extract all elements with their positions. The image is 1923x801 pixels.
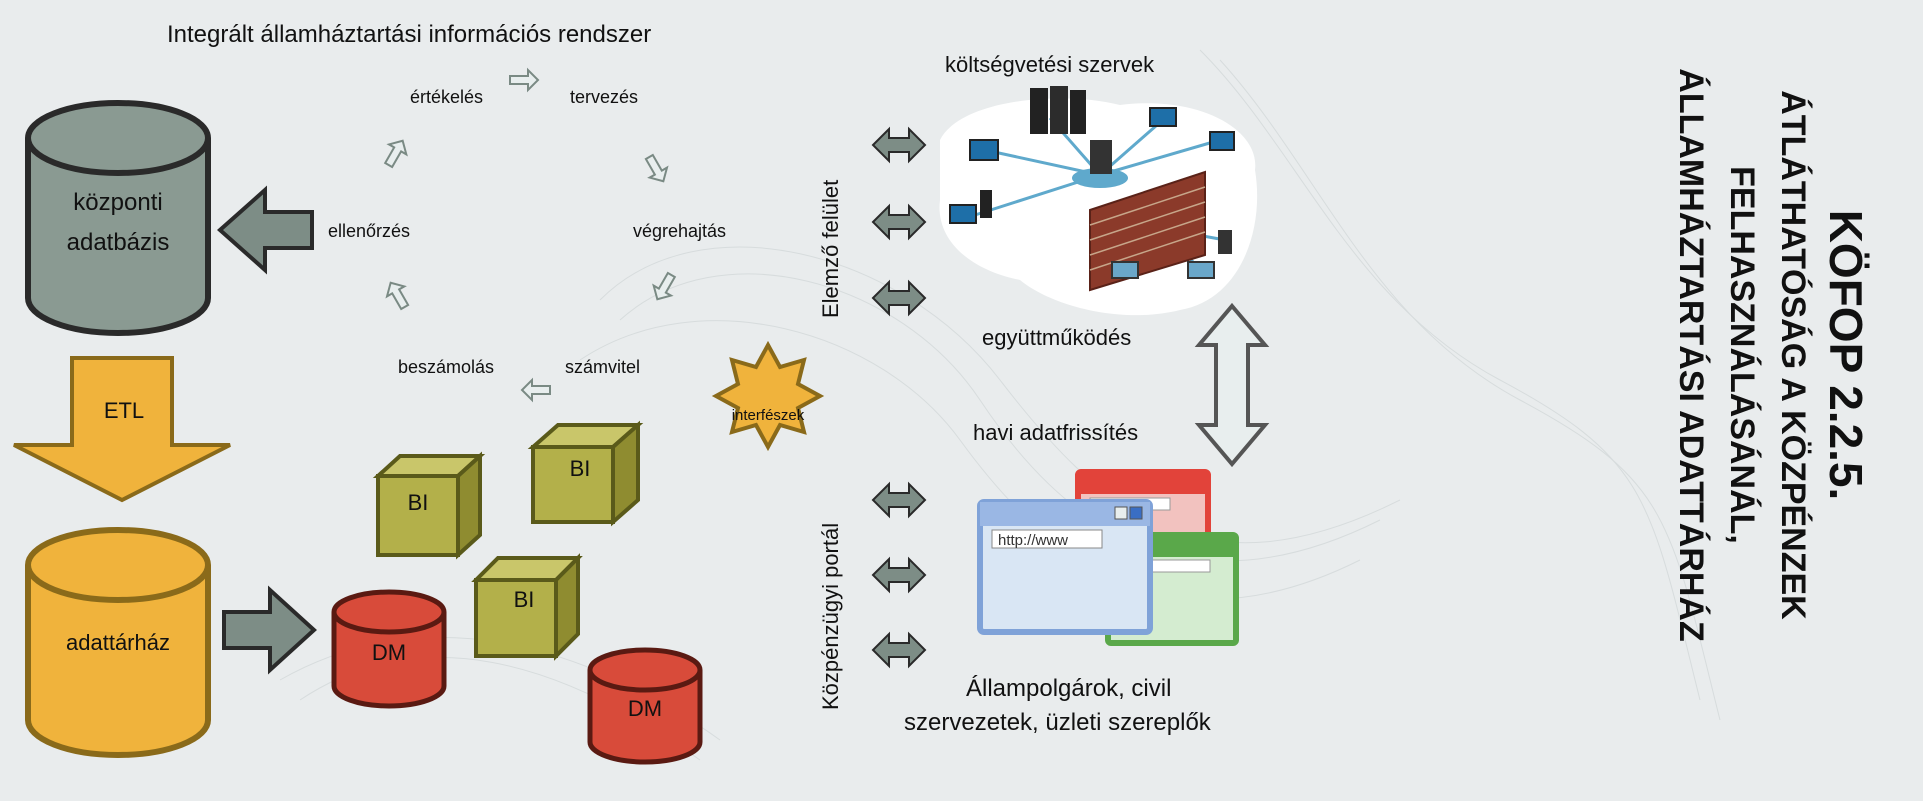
- double-headed-arrow-icon: [872, 558, 926, 592]
- cycle-evaluation: értékelés: [410, 87, 483, 107]
- dm-label-2: DM: [628, 696, 662, 721]
- browser-url: http://www: [998, 532, 1068, 549]
- bi-cube-1: BI: [372, 451, 486, 560]
- analyst-ui-label: Elemző felület: [818, 180, 843, 318]
- dbl-arrows-top: [872, 128, 926, 315]
- interfaces-star: interfészek: [711, 340, 825, 452]
- central-db-line1: központi: [73, 189, 162, 216]
- public-portal-label: Közpénzügyi portál: [818, 523, 843, 710]
- citizens-line1: Állampolgárok, civil: [966, 675, 1171, 702]
- bi-label-1: BI: [408, 490, 429, 515]
- double-headed-arrow-icon: [872, 483, 926, 517]
- central-db-line2: adatbázis: [67, 229, 170, 256]
- dm-cylinder-2: DM: [587, 647, 703, 765]
- etl-label: ETL: [104, 398, 144, 423]
- vertical-double-arrow: [1194, 302, 1270, 468]
- cycle-planning: tervezés: [570, 87, 638, 107]
- cycle-reporting: beszámolás: [398, 357, 494, 377]
- cycle-accounting: számvitel: [565, 357, 640, 377]
- double-headed-arrow-icon: [872, 281, 926, 315]
- project-title-line1: KÖFOP 2.2.5.: [1820, 210, 1872, 501]
- interfaces-label: interfészek: [732, 407, 805, 424]
- warehouse-label: adattárház: [66, 630, 170, 655]
- project-title-line4: ÁLLAMHÁZTARTÁSI ADATTÁRHÁZ: [1672, 68, 1710, 641]
- cycle-execution: végrehajtás: [633, 221, 726, 241]
- cycle-control: ellenőrzés: [328, 221, 410, 241]
- bi-label-2: BI: [570, 456, 591, 481]
- management-cycle: értékelés tervezés végrehajtás számvitel…: [328, 87, 726, 377]
- arrow-to-central-db: [216, 185, 314, 275]
- bi-cube-3: BI: [471, 553, 583, 661]
- project-title-line3: FELHASZNÁLÁSÁNÁL,: [1723, 166, 1761, 544]
- arrow-warehouse-to-dm: [222, 585, 317, 675]
- etl-arrow: ETL: [13, 356, 231, 503]
- double-headed-arrow-icon: [872, 128, 926, 162]
- double-headed-arrow-icon: [872, 633, 926, 667]
- project-title-line2: ÁTLÁTHATÓSÁG A KÖZPÉNZEK: [1774, 90, 1812, 620]
- budget-orgs-label: költségvetési szervek: [945, 52, 1155, 77]
- network-icon: [939, 86, 1258, 316]
- double-headed-arrow-icon: [872, 205, 926, 239]
- central-database: központi adatbázis: [25, 100, 211, 336]
- bi-label-3: BI: [514, 587, 535, 612]
- browser-window-icon: http://www: [977, 469, 1239, 646]
- bi-cube-2: BI: [527, 420, 644, 527]
- diagram-title: Integrált államháztartási információs re…: [167, 21, 651, 48]
- dm-label-1: DM: [372, 640, 406, 665]
- dm-cylinder-1: DM: [331, 589, 447, 709]
- citizens-line2: szervezetek, üzleti szereplők: [904, 709, 1212, 736]
- data-warehouse: adattárház: [25, 527, 211, 758]
- cooperation-label: együttműködés: [982, 325, 1131, 350]
- monthly-update-label: havi adatfrissítés: [973, 420, 1138, 445]
- dbl-arrows-bottom: [872, 483, 926, 667]
